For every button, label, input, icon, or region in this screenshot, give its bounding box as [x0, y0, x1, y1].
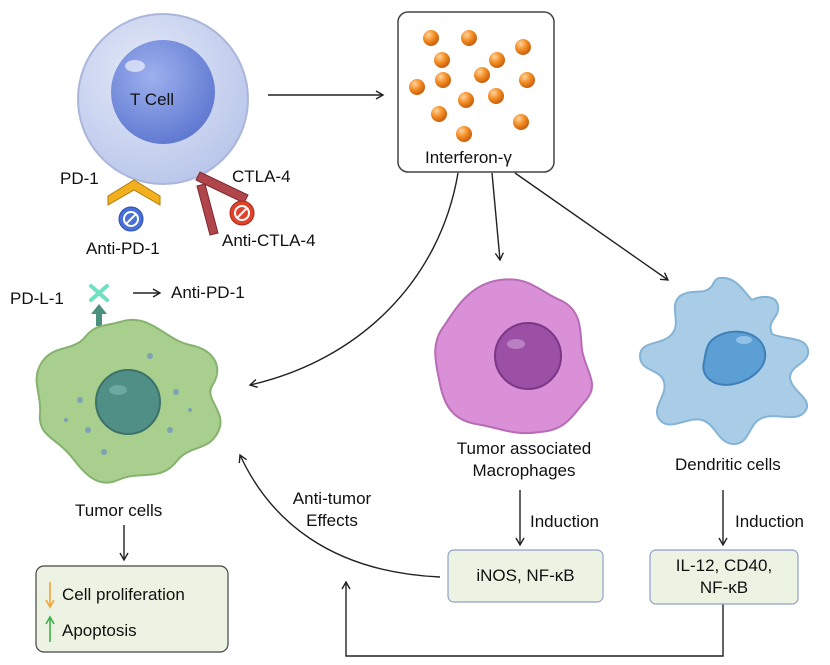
t-cell-label: T Cell: [130, 90, 175, 109]
ctla4-receptor: [195, 171, 249, 236]
ctla4-label: CTLA-4: [232, 167, 291, 186]
interferon-molecules: [409, 30, 535, 142]
macrophages-label-line1: Tumor associated: [456, 439, 592, 458]
down-arrow-icon: [45, 582, 55, 609]
anti-pd1-sign: [118, 206, 144, 232]
anti-ctla4-sign: [229, 200, 255, 226]
il12-box-text-line1: IL-12, CD40,: [675, 556, 773, 575]
tumor-cells-label: Tumor cells: [75, 501, 163, 520]
induction-right-label: Induction: [735, 512, 804, 531]
macrophages-label-line2: Macrophages: [472, 461, 576, 480]
arrow-anti-tumor-effects: [238, 453, 441, 578]
interferon-label: Interferon-γ: [425, 148, 512, 167]
arrow-interferon-to-dendritic: [514, 172, 670, 281]
anti-pd1-label: Anti-PD-1: [86, 239, 160, 258]
dendritic-cells-label: Dendritic cells: [675, 455, 781, 474]
inos-box: [447, 549, 604, 603]
t-cell: [77, 13, 249, 185]
induction-left-label: Induction: [530, 512, 599, 531]
arrow-interferon-to-tumor: [248, 172, 459, 389]
dendritic-cell: [638, 276, 810, 446]
arrow-il12-feedback: [341, 580, 724, 657]
effects-box: [35, 565, 229, 653]
il12-box: [649, 549, 799, 605]
up-arrow-icon: [45, 615, 55, 642]
anti-pd1-right-label: Anti-PD-1: [171, 283, 245, 302]
anti-tumor-label-line1: Anti-tumor: [292, 489, 372, 508]
apoptosis-label: Apoptosis: [62, 621, 137, 640]
il12-box-text-line2: NF-κB: [699, 578, 749, 597]
pd1-label: PD-1: [60, 169, 99, 188]
tumor-cell: [35, 319, 222, 484]
arrow-interferon-to-macrophage: [491, 172, 504, 262]
interferon-box: [397, 11, 555, 173]
pdl1-marker: [89, 284, 109, 326]
pd1-receptor: [107, 179, 161, 206]
macrophage: [434, 278, 593, 435]
pdl1-label: PD-L-1: [10, 289, 64, 308]
cell-proliferation-label: Cell proliferation: [62, 585, 185, 604]
anti-ctla4-label: Anti-CTLA-4: [222, 231, 316, 250]
anti-tumor-label-line2: Effects: [306, 511, 358, 530]
inos-box-text: iNOS, NF-κB: [476, 566, 575, 585]
